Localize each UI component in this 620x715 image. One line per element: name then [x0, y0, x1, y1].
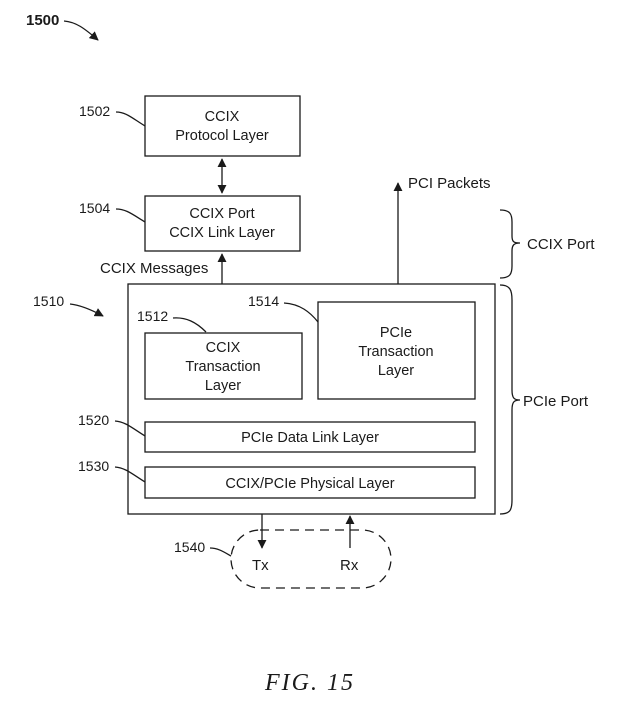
ref-pcie-port-block: 1510 — [33, 293, 64, 309]
box-ccix-transaction-layer — [144, 332, 303, 400]
leader-ccix-transaction — [172, 317, 207, 333]
ccix-transaction-line1: CCIX — [206, 340, 241, 356]
ref-protocol-layer: 1502 — [79, 103, 110, 119]
txrx-dashed-enclosure — [230, 529, 392, 589]
label-ccix-port: CCIX Port — [527, 236, 595, 253]
box-pcie-data-link-layer — [144, 421, 476, 453]
leader-data-link — [114, 420, 146, 437]
ccix-transaction-line2: Transaction — [185, 359, 260, 375]
port-link-layer-line2: CCIX Link Layer — [169, 225, 275, 241]
pcie-transaction-line3: Layer — [378, 363, 414, 379]
figure-pointer-arrow — [63, 20, 99, 41]
protocol-layer-line2: Protocol Layer — [175, 128, 269, 144]
leader-pcie-transaction — [283, 302, 319, 323]
label-tx: Tx — [252, 557, 269, 574]
box-ccix-protocol-layer — [144, 95, 301, 157]
ref-port-link-layer: 1504 — [79, 200, 110, 216]
pcie-transaction-line2: Transaction — [358, 344, 433, 360]
brace-pcie-port — [499, 284, 521, 515]
ref-ccix-transaction: 1512 — [137, 308, 168, 324]
box-ccix-port-link-layer — [144, 195, 301, 252]
label-rx: Rx — [340, 557, 359, 574]
label-ccix-messages: CCIX Messages — [100, 260, 208, 277]
ref-txrx: 1540 — [174, 539, 205, 555]
pcie-transaction-line1: PCIe — [380, 325, 412, 341]
figure-caption: FIG. 15 — [264, 670, 355, 696]
box-pcie-transaction-layer — [317, 301, 476, 400]
leader-port-link-layer — [115, 208, 146, 223]
data-link-label: PCIe Data Link Layer — [241, 430, 379, 446]
box-ccix-pcie-physical-layer — [144, 466, 476, 499]
ccix-transaction-line3: Layer — [205, 378, 241, 394]
port-link-layer-line1: CCIX Port — [189, 206, 254, 222]
label-pcie-port: PCIe Port — [523, 393, 589, 410]
physical-label: CCIX/PCIe Physical Layer — [225, 476, 394, 492]
pointer-pcie-port-block — [69, 303, 104, 317]
ref-pcie-transaction: 1514 — [248, 293, 279, 309]
leader-protocol-layer — [115, 111, 146, 127]
brace-ccix-port — [499, 209, 521, 279]
leader-physical — [114, 466, 146, 483]
ref-data-link: 1520 — [78, 412, 109, 428]
leader-txrx — [209, 547, 232, 557]
label-pci-packets: PCI Packets — [408, 175, 491, 192]
figure-number: 1500 — [26, 12, 59, 29]
protocol-layer-line1: CCIX — [205, 109, 240, 125]
ref-physical: 1530 — [78, 458, 109, 474]
